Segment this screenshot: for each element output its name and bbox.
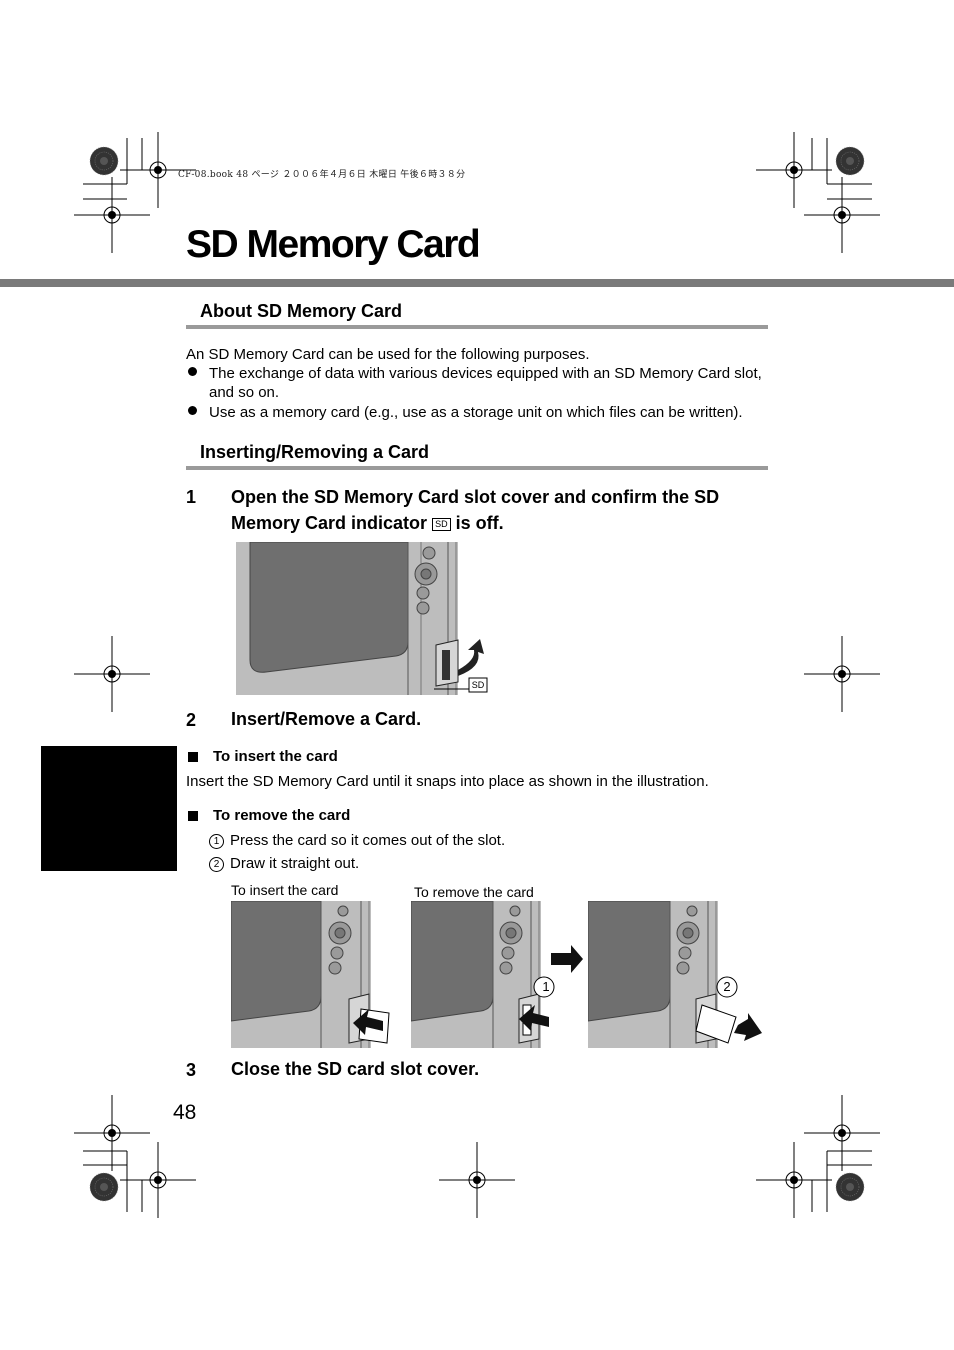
sd-indicator-icon: SD [432, 518, 451, 531]
step-text: Open the SD Memory Card slot cover and c… [231, 484, 771, 536]
section-rule [186, 325, 768, 329]
caption-remove: To remove the card [414, 884, 534, 900]
illustration-press-card [411, 901, 583, 1048]
chapter-tab [41, 746, 177, 871]
section-rule [186, 466, 768, 470]
bullet-item: The exchange of data with various device… [209, 365, 762, 401]
remove-item: 1 Press the card so it comes out of the s… [209, 831, 505, 850]
remove-heading: To remove the card [213, 807, 351, 824]
illustration-open-slot-cover [236, 542, 488, 695]
square-bullet [188, 811, 198, 821]
section-heading-about: About SD Memory Card [200, 301, 403, 321]
step-1-text: Open the SD Memory Card slot cover and c… [231, 487, 720, 533]
remove-item: 2 Draw it straight out. [209, 854, 359, 873]
step-number: 2 [186, 710, 197, 730]
remove-item-text: Press the card so it comes out of the sl… [230, 832, 506, 849]
figure-marker: 1 [542, 979, 550, 994]
square-bullet [188, 752, 198, 762]
caption-insert: To insert the card [231, 882, 339, 898]
bullet-item: Use as a memory card (e.g., use as a sto… [209, 404, 743, 421]
figure-marker: 2 [723, 979, 731, 994]
remove-item-text: Draw it straight out. [230, 855, 360, 872]
insert-text: Insert the SD Memory Card until it snaps… [186, 773, 709, 790]
illustration-insert-card [231, 901, 390, 1048]
step-number: 1 [186, 487, 197, 507]
bullet [188, 367, 197, 376]
section-heading-inserting: Inserting/Removing a Card [200, 442, 430, 462]
page-title: SD Memory Card [186, 223, 481, 266]
sd-label: SD [471, 680, 485, 690]
insert-heading: To insert the card [213, 748, 338, 765]
step-2-text: Insert/Remove a Card. [231, 709, 422, 729]
circled-number: 2 [209, 857, 224, 872]
page-number: 48 [173, 1101, 197, 1124]
illustration-1-label-layer: SD [236, 542, 492, 695]
step-1-text-end: is off. [455, 513, 504, 533]
title-rule [0, 279, 954, 287]
step-number: 3 [186, 1060, 197, 1080]
bullet [188, 406, 197, 415]
circled-number: 1 [209, 834, 224, 849]
step-3-text: Close the SD card slot cover. [231, 1059, 480, 1079]
about-intro: An SD Memory Card can be used for the fo… [186, 346, 590, 363]
print-info-line: CF-08.book 48 ページ ２００６年４月６日 木曜日 午後６時３８分 [178, 170, 466, 180]
illustration-draw-card [588, 901, 762, 1048]
